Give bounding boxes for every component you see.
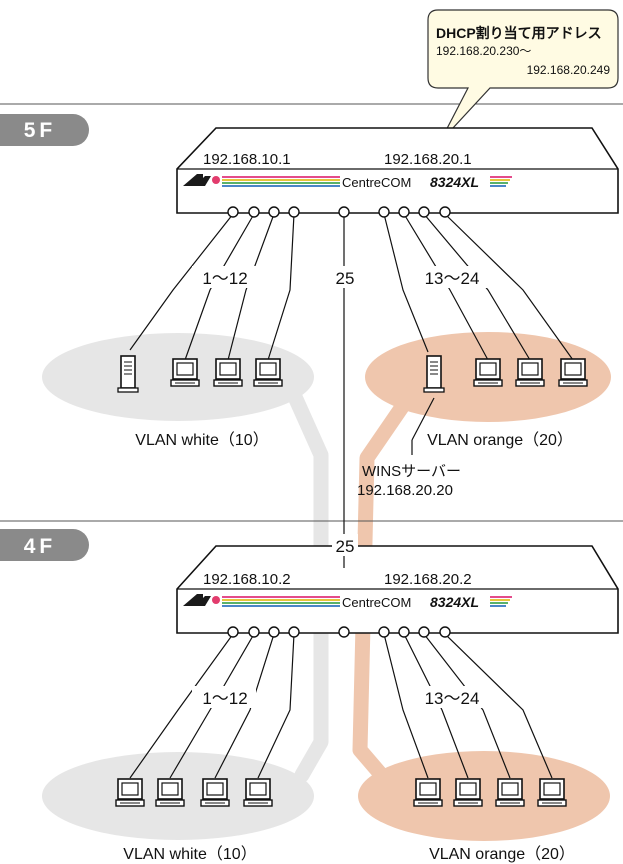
wins-server-ip: 192.168.20.20 [357, 482, 453, 499]
floor-badge-5f: 5F [0, 114, 89, 146]
port [398, 206, 410, 218]
switch-5f-brand: CentreCOM [342, 175, 411, 190]
port [288, 626, 300, 638]
port [378, 626, 390, 638]
cables-5f [129, 213, 574, 568]
switch-4f-model: 8324XL [430, 594, 479, 610]
port-uplink [338, 206, 350, 218]
pc-monitor-icon [515, 358, 545, 387]
dhcp-callout: DHCP割り当て用アドレス 192.168.20.230〜 192.168.20… [427, 9, 619, 143]
switch-4f-ip-right: 192.168.20.2 [384, 571, 472, 588]
floor-badge-4f-label: 4F [24, 535, 57, 558]
dhcp-callout-title: DHCP割り当て用アドレス [436, 25, 602, 41]
floor-badge-4f: 4F [0, 529, 89, 561]
ports-5f [227, 206, 451, 218]
switch-5f-logo [183, 174, 220, 186]
pc-monitor-icon [537, 778, 567, 807]
ports-4f-left-label: 1〜12 [202, 689, 247, 708]
wins-server-label: WINSサーバー [362, 463, 461, 480]
ports-5f-right-label: 13〜24 [425, 269, 480, 288]
port [418, 626, 430, 638]
port [248, 626, 260, 638]
vlan-white-label-5f: VLAN white（10） [135, 431, 268, 449]
port [439, 206, 451, 218]
switch-4f-tail-stripes [490, 596, 512, 607]
ports-4f-right-label: 13〜24 [425, 689, 480, 708]
port [248, 206, 260, 218]
switch-5f-tail-stripes [490, 176, 512, 187]
switch-5f: 192.168.10.1 192.168.20.1 CentreCOM 8324… [176, 127, 619, 214]
port [268, 626, 280, 638]
switch-5f-stripes [222, 176, 340, 187]
port-uplink [338, 626, 350, 638]
port [418, 206, 430, 218]
ports-5f-left-label: 1〜12 [202, 269, 247, 288]
ports-4f [227, 626, 451, 638]
pc-monitor-icon [155, 778, 185, 807]
port [439, 626, 451, 638]
port [288, 206, 300, 218]
pc-monitor-icon [170, 358, 200, 387]
pc-monitor-icon [213, 358, 243, 387]
pc-monitor-icon [253, 358, 283, 387]
ports-4f-uplink-label: 25 [336, 537, 355, 556]
vlan-orange-label-5f: VLAN orange（20） [427, 431, 573, 449]
cables-4f [129, 633, 553, 779]
vlan-orange-area-4f [358, 751, 610, 841]
pc-monitor-icon [453, 778, 483, 807]
pc-monitor-icon [413, 778, 443, 807]
dhcp-range-end: 192.168.20.249 [527, 63, 611, 77]
vlan-orange-label-4f: VLAN orange（20） [429, 845, 575, 863]
switch-5f-ip-left: 192.168.10.1 [203, 151, 291, 168]
server-tower-icon [117, 355, 139, 393]
pc-monitor-icon [243, 778, 273, 807]
wins-server-tower-icon [423, 355, 445, 393]
port [268, 206, 280, 218]
switch-4f-stripes [222, 596, 340, 607]
switch-4f: 192.168.10.2 192.168.20.2 CentreCOM 8324… [176, 545, 619, 634]
ports-5f-uplink-label: 25 [336, 269, 355, 288]
pc-monitor-icon [200, 778, 230, 807]
pc-monitor-icon [495, 778, 525, 807]
port [227, 206, 239, 218]
floor-badge-5f-label: 5F [24, 119, 57, 142]
switch-5f-ip-right: 192.168.20.1 [384, 151, 472, 168]
switch-4f-brand: CentreCOM [342, 595, 411, 610]
vlan-white-label-4f: VLAN white（10） [123, 845, 256, 863]
dhcp-range-start: 192.168.20.230〜 [436, 44, 531, 58]
switch-4f-ip-left: 192.168.10.2 [203, 571, 291, 588]
port [378, 206, 390, 218]
pc-monitor-icon [115, 778, 145, 807]
port [398, 626, 410, 638]
pc-monitor-icon [473, 358, 503, 387]
switch-4f-logo [183, 594, 220, 606]
switch-5f-model: 8324XL [430, 174, 479, 190]
pc-monitor-icon [558, 358, 588, 387]
port [227, 626, 239, 638]
